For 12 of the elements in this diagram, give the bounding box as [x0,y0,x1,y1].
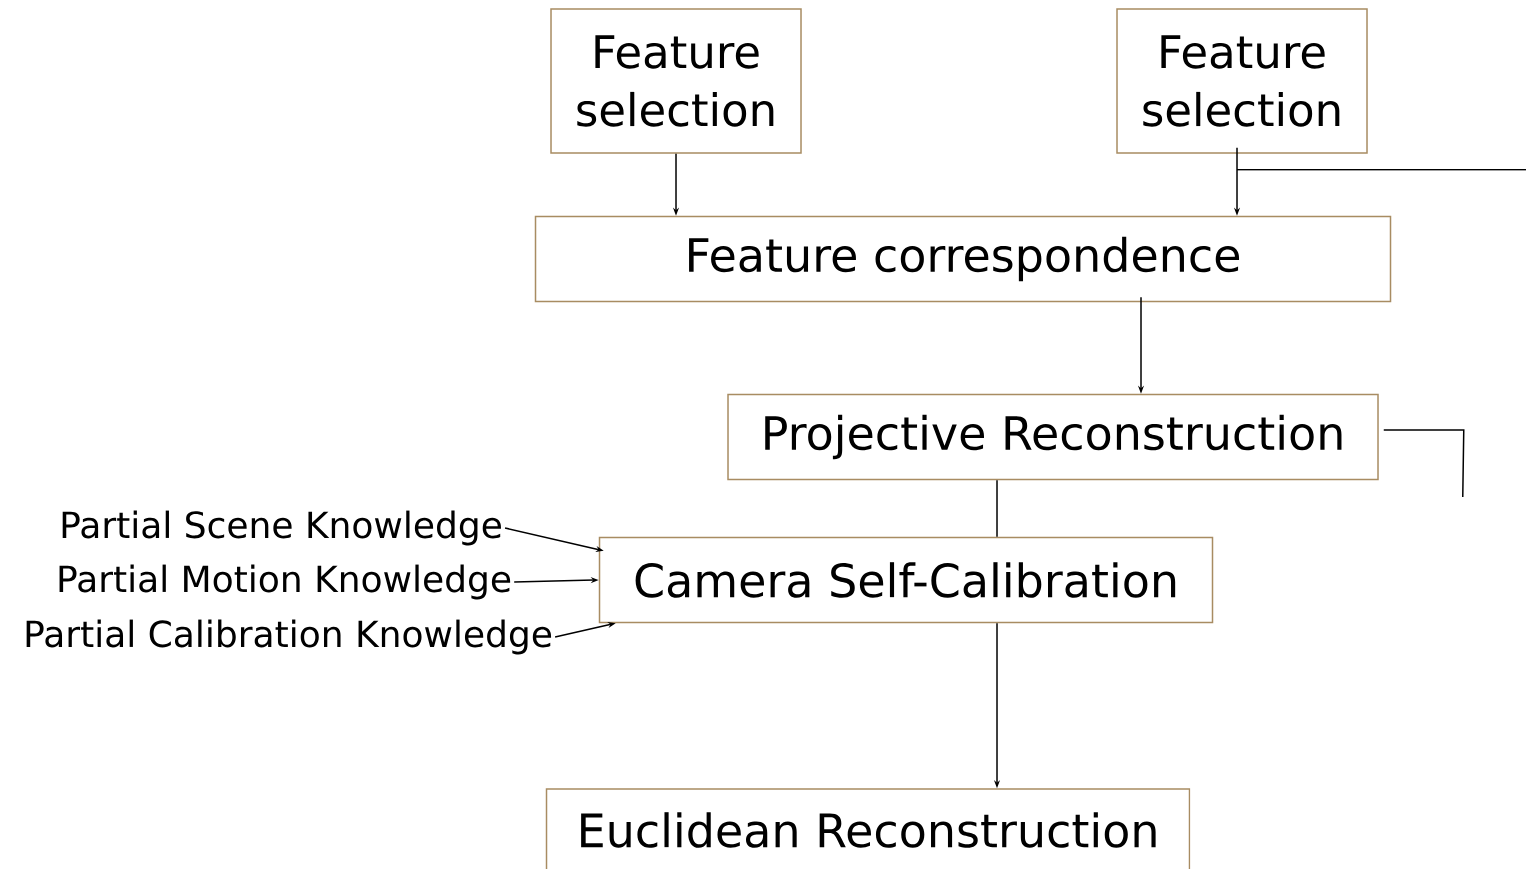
input-label: Partial Motion Knowledge [59,564,511,600]
input-label: Partial Scene Knowledge [62,510,501,546]
process-box: Camera Self-Calibration [598,536,1214,624]
process-box: Feature selection [1116,8,1368,154]
process-box: Feature correspondence [534,215,1392,303]
connector-line [1236,169,1526,171]
input-label: Partial Calibration Knowledge [26,619,552,655]
connector-line [996,479,998,538]
process-box: Projective Reconstruction [727,393,1379,481]
process-box: Feature selection [550,8,802,154]
process-box: Euclidean Reconstruction [545,788,1191,869]
connector-line [1383,429,1465,498]
